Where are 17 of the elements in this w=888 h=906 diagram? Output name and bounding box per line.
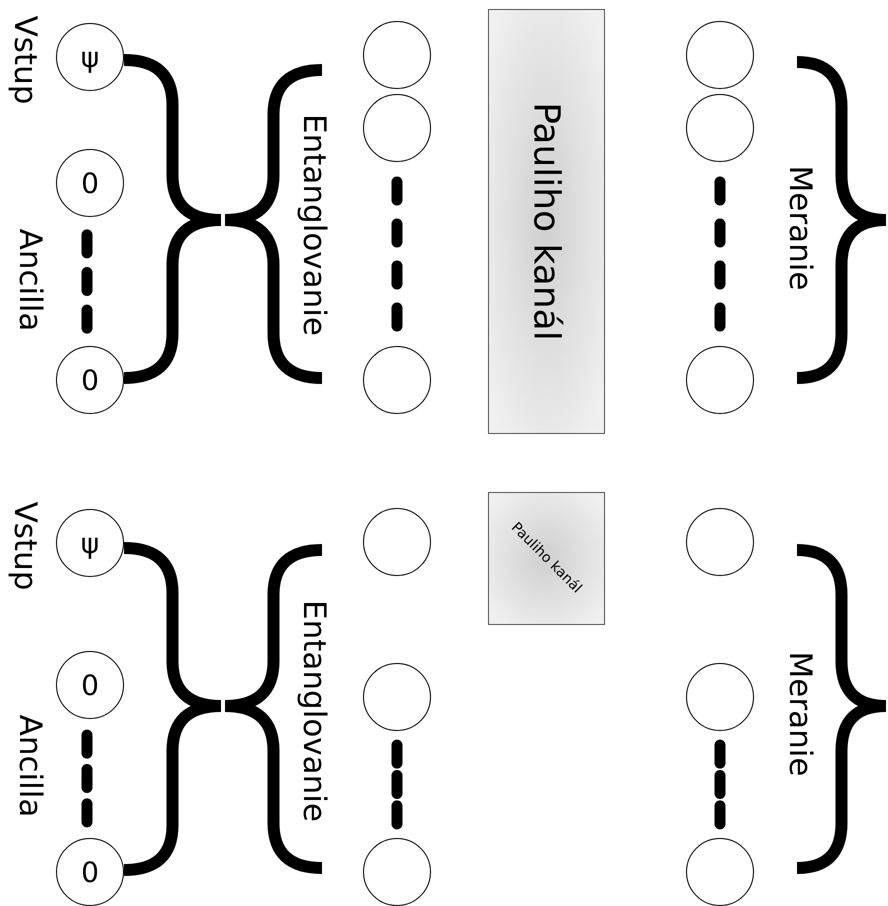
ancilla-label: Ancilla xyxy=(12,228,48,332)
input-label: Vstup xyxy=(7,502,43,590)
qubit-symbol: 0 xyxy=(81,364,99,396)
input-label: Vstup xyxy=(7,16,43,104)
qubit-symbol: ψ xyxy=(80,526,100,560)
qubit-symbol: 0 xyxy=(81,856,99,888)
qubit-symbol: 0 xyxy=(81,166,99,200)
measurement-label: Meranie xyxy=(782,166,818,290)
channel-box xyxy=(488,492,604,624)
entanglement-label: Entanglovanie xyxy=(296,600,332,822)
entanglement-label: Entanglovanie xyxy=(296,114,332,336)
channel-label: Pauliho kanál xyxy=(526,102,566,340)
measurement-label: Meranie xyxy=(782,652,818,776)
ancilla-label: Ancilla xyxy=(12,714,48,818)
channel-box xyxy=(488,8,604,434)
qubit-symbol: 0 xyxy=(81,668,99,702)
qubit-symbol: ψ xyxy=(80,40,100,74)
